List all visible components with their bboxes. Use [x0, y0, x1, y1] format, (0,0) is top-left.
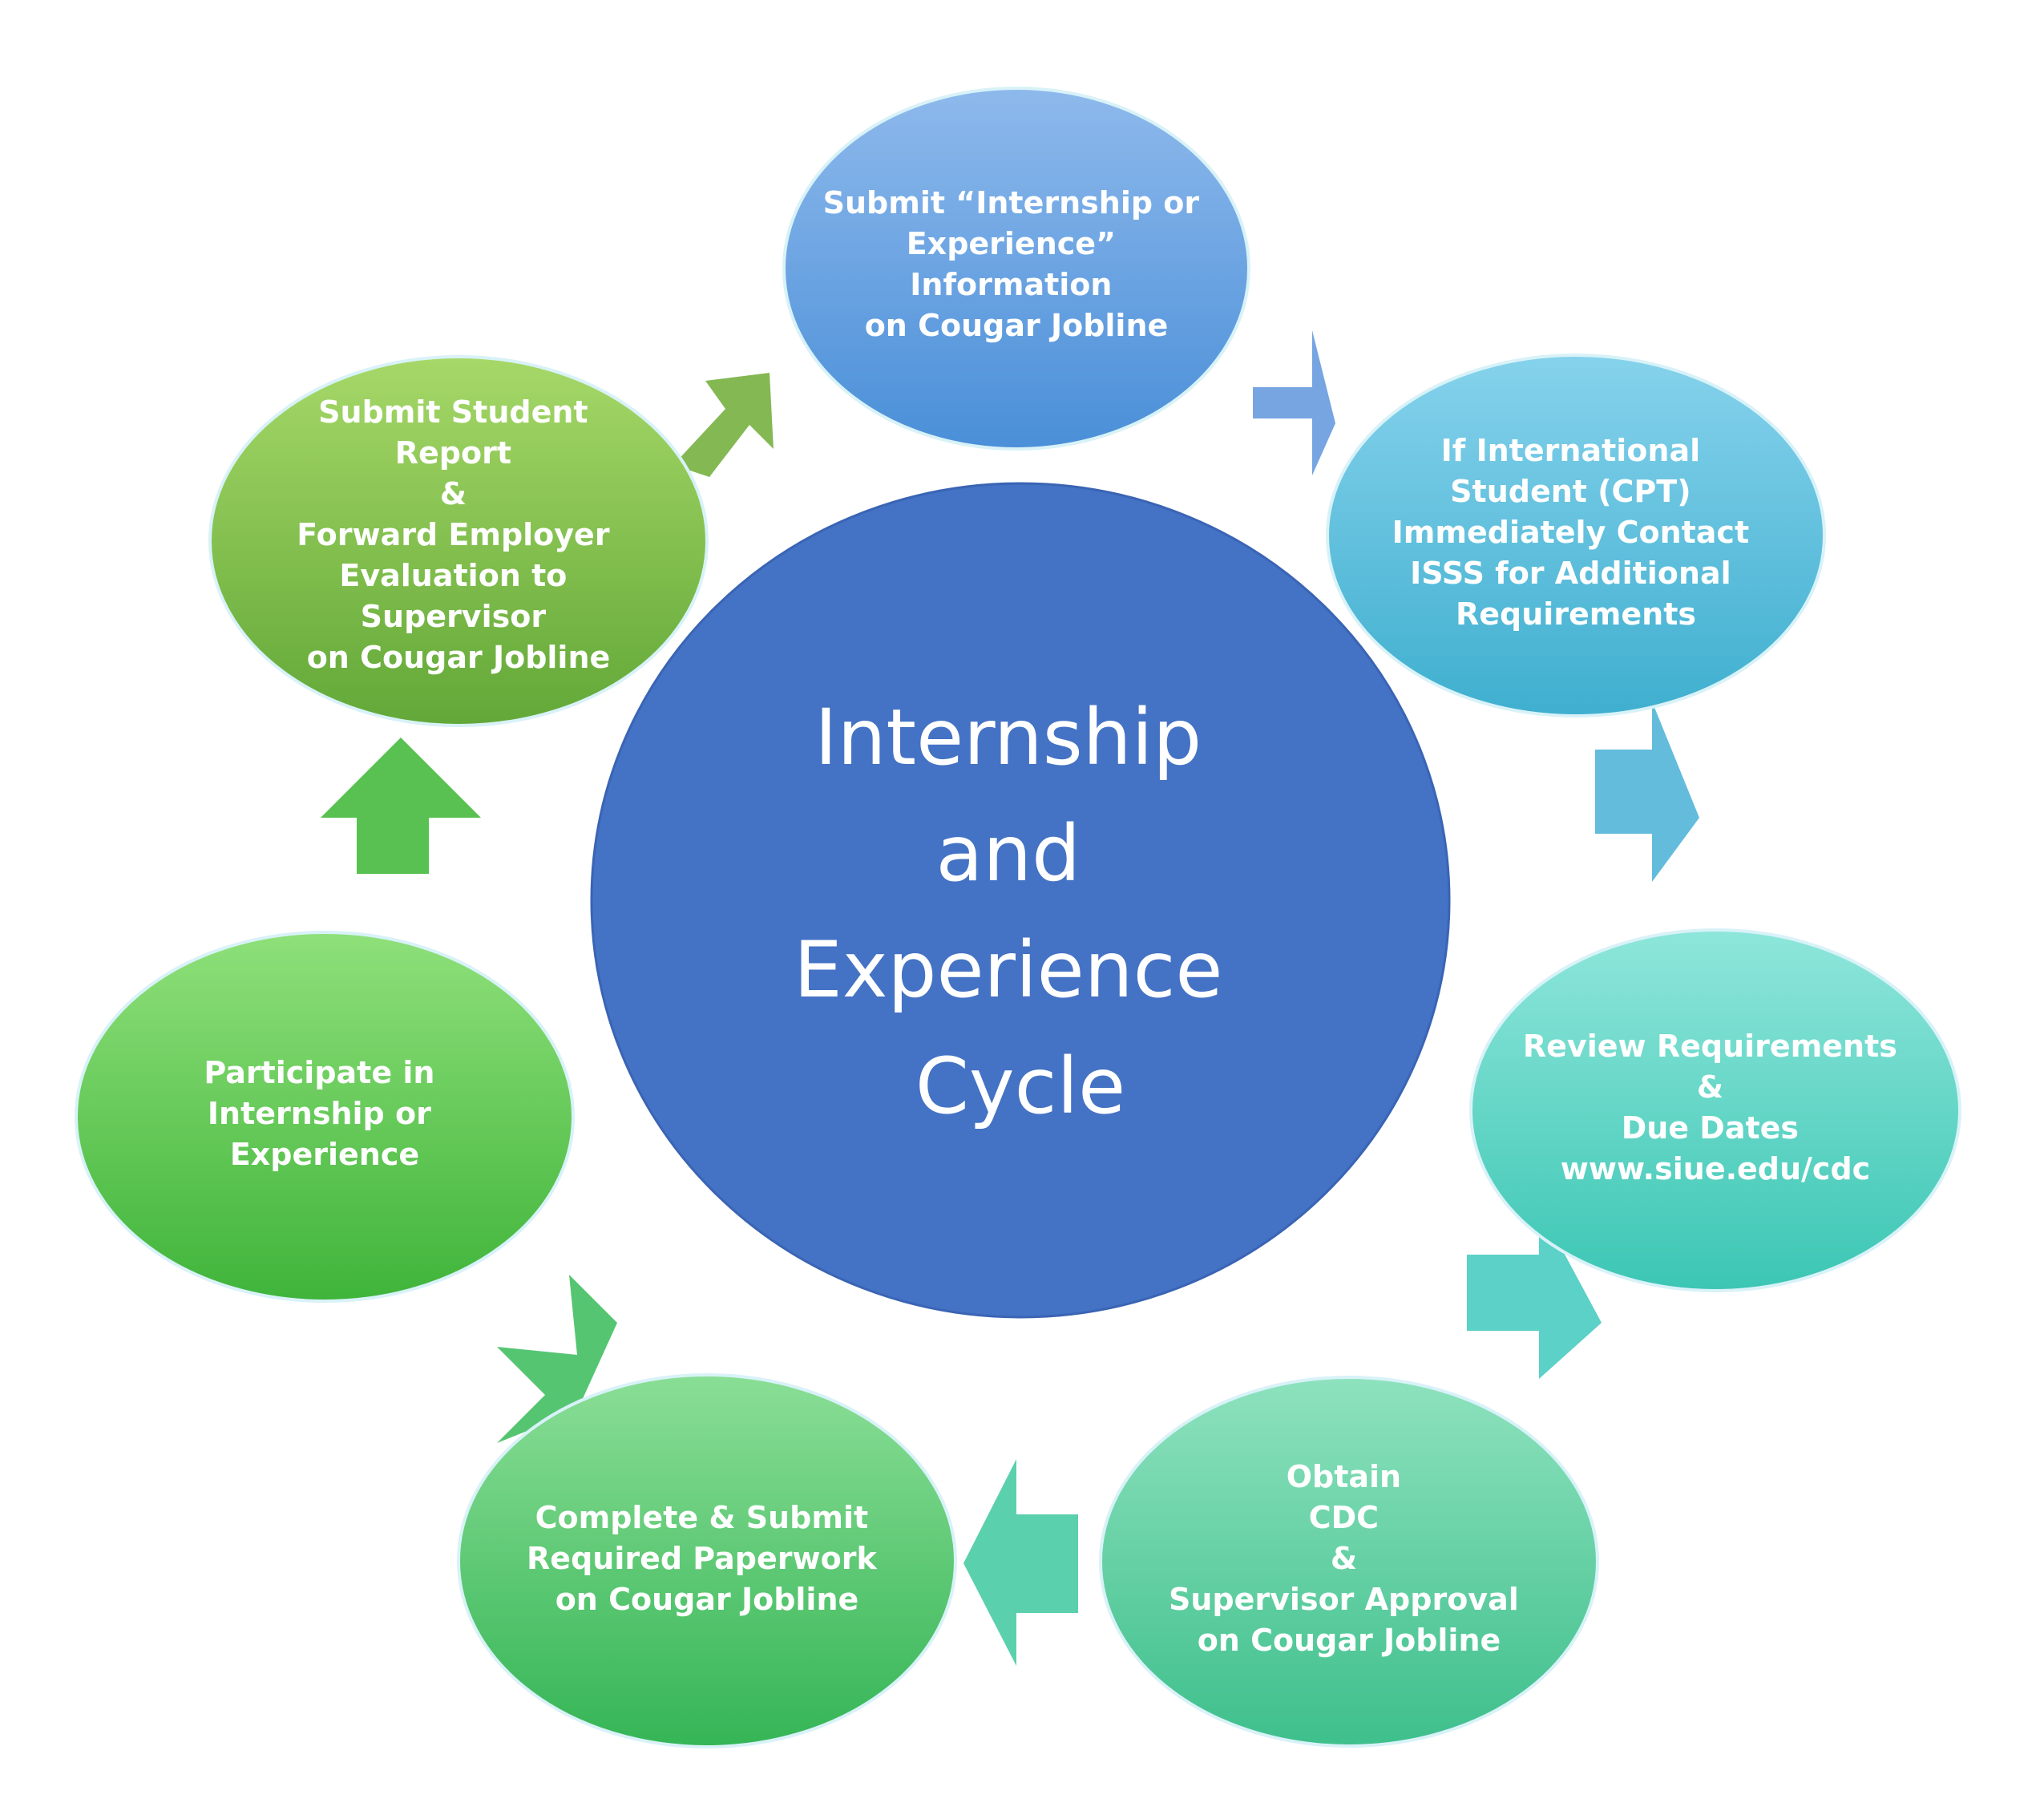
step-label: Submit “Internship or Experience” Inform… — [823, 185, 1210, 343]
step-label-line: Review Requirements — [1523, 1029, 1897, 1064]
step-label-line: Forward Employer — [297, 517, 610, 552]
step-review-requirements: Review Requirements & Due Dates www.siue… — [1469, 928, 1961, 1292]
center-title-line: and — [935, 809, 1081, 899]
step-label: If International Student (CPT) Immediate… — [1392, 433, 1760, 632]
step-complete-paperwork: Complete & Submit Required Paperwork on … — [457, 1373, 957, 1748]
step-label-line: on Cougar Jobline — [1198, 1623, 1501, 1658]
step-label-line: Student (CPT) — [1450, 474, 1691, 509]
step-label-line: If International — [1441, 433, 1700, 468]
center-title-line: Cycle — [915, 1041, 1125, 1131]
step-submit-info: Submit “Internship or Experience” Inform… — [782, 87, 1250, 451]
step-label-line: Obtain — [1287, 1459, 1401, 1494]
step-participate: Participate in Internship or Experience — [75, 931, 575, 1303]
step-submit-report: Submit Student Report & Forward Employer… — [208, 355, 709, 727]
step-label-line: Report — [395, 435, 511, 471]
arrow-step2-to-step3 — [1595, 701, 1699, 882]
step-label: Complete & Submit Required Paperwork on … — [527, 1500, 887, 1617]
step-label-line: www.siue.edu/cdc — [1561, 1151, 1870, 1186]
step-label-line: CDC — [1309, 1500, 1379, 1535]
step-label-line: Immediately Contact — [1392, 515, 1749, 550]
step-label-line: Submit Student — [318, 394, 588, 430]
step-label-line: Experience — [230, 1137, 419, 1172]
center-circle: Internship and Experience Cycle — [590, 482, 1451, 1319]
arrow-step3-to-step4 — [1467, 1207, 1602, 1379]
step-label-line: Experience” — [907, 226, 1116, 261]
step-label-line: Internship or — [208, 1096, 431, 1131]
step-label-line: Supervisor Approval — [1169, 1582, 1519, 1617]
step-label: Review Requirements & Due Dates www.siue… — [1523, 1029, 1908, 1186]
cycle-arrows — [321, 330, 1699, 1666]
arrow-step7-to-step1 — [673, 373, 774, 477]
step-international-student: If International Student (CPT) Immediate… — [1326, 354, 1826, 718]
step-label-line: Submit “Internship or — [823, 185, 1200, 220]
center-title: Internship and Experience Cycle — [794, 693, 1247, 1131]
step-label-line: ISSS for Additional — [1410, 556, 1731, 591]
step-label-line: Complete & Submit — [535, 1500, 869, 1535]
step-label: Participate in Internship or Experience — [204, 1055, 445, 1172]
step-label-line: Requirements — [1456, 596, 1696, 632]
step-label-line: on Cougar Jobline — [307, 640, 611, 675]
step-label-line: on Cougar Jobline — [555, 1582, 859, 1617]
step-label: Obtain CDC & Supervisor Approval on Coug… — [1169, 1459, 1529, 1658]
step-label: Submit Student Report & Forward Employer… — [297, 394, 620, 675]
step-label-line: Supervisor — [361, 599, 547, 634]
step-label-line: Information — [910, 267, 1112, 302]
arrow-step4-to-step5 — [963, 1459, 1078, 1666]
step-label-line: Required Paperwork — [527, 1541, 877, 1576]
step-label-line: Due Dates — [1622, 1110, 1799, 1146]
step-obtain-approval: Obtain CDC & Supervisor Approval on Coug… — [1099, 1376, 1599, 1748]
center-title-line: Internship — [814, 693, 1202, 782]
step-label-line: Evaluation to — [339, 558, 567, 593]
center-title-line: Experience — [794, 925, 1222, 1015]
step-label-line: & — [440, 476, 467, 511]
step-label-line: on Cougar Jobline — [865, 308, 1169, 343]
arrow-step6-to-step7 — [321, 738, 481, 874]
step-label-line: & — [1697, 1069, 1723, 1105]
step-label-line: Participate in — [204, 1055, 434, 1090]
arrow-step5-to-step6 — [497, 1275, 617, 1443]
arrow-step1-to-step2 — [1253, 330, 1335, 475]
step-label-line: & — [1331, 1541, 1357, 1576]
